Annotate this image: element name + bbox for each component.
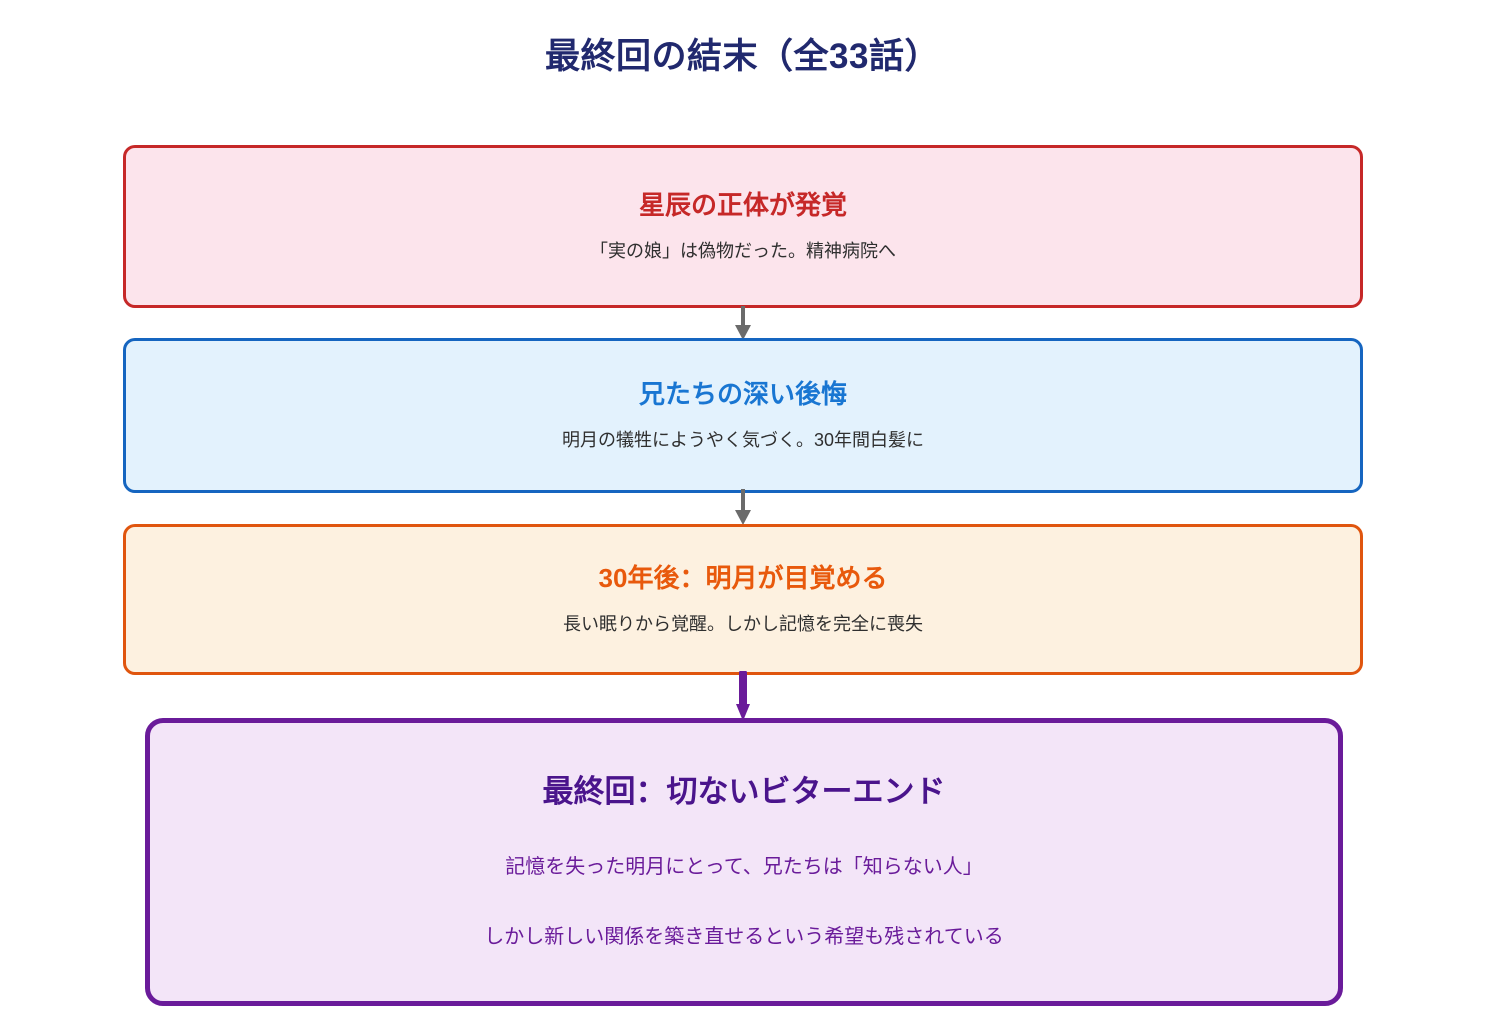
node-finale-description-line-1: 記憶を失った明月にとって、兄たちは「知らない人」 xyxy=(505,856,983,879)
node-regret[interactable]: 兄たちの深い後悔 明月の犠牲にようやく気づく。30年間白髪に xyxy=(123,338,1363,493)
connector-awaken-to-finale-icon xyxy=(729,671,757,723)
node-reveal-description: 「実の娘」は偽物だった。精神病院へ xyxy=(590,241,896,262)
node-awaken-title: 30年後：明月が目覚める xyxy=(598,562,888,593)
node-finale-description-line-2: しかし新しい関係を築き直せるという希望も残されている xyxy=(484,926,1004,949)
node-awaken[interactable]: 30年後：明月が目覚める 長い眠りから覚醒。しかし記憶を完全に喪失 xyxy=(123,524,1363,675)
connector-reveal-to-regret-icon xyxy=(729,306,757,342)
connector-regret-to-awaken-icon xyxy=(729,489,757,527)
node-finale[interactable]: 最終回：切ないビターエンド 記憶を失った明月にとって、兄たちは「知らない人」 し… xyxy=(145,718,1343,1006)
node-regret-description: 明月の犠牲にようやく気づく。30年間白髪に xyxy=(561,430,925,451)
node-finale-title: 最終回：切ないビターエンド xyxy=(542,773,946,809)
page-title: 最終回の結末（全33話） xyxy=(545,37,940,76)
node-reveal[interactable]: 星辰の正体が発覚 「実の娘」は偽物だった。精神病院へ xyxy=(123,145,1363,308)
node-awaken-description: 長い眠りから覚醒。しかし記憶を完全に喪失 xyxy=(563,614,923,635)
node-reveal-title: 星辰の正体が発覚 xyxy=(638,189,847,220)
node-regret-title: 兄たちの深い後悔 xyxy=(638,378,847,409)
